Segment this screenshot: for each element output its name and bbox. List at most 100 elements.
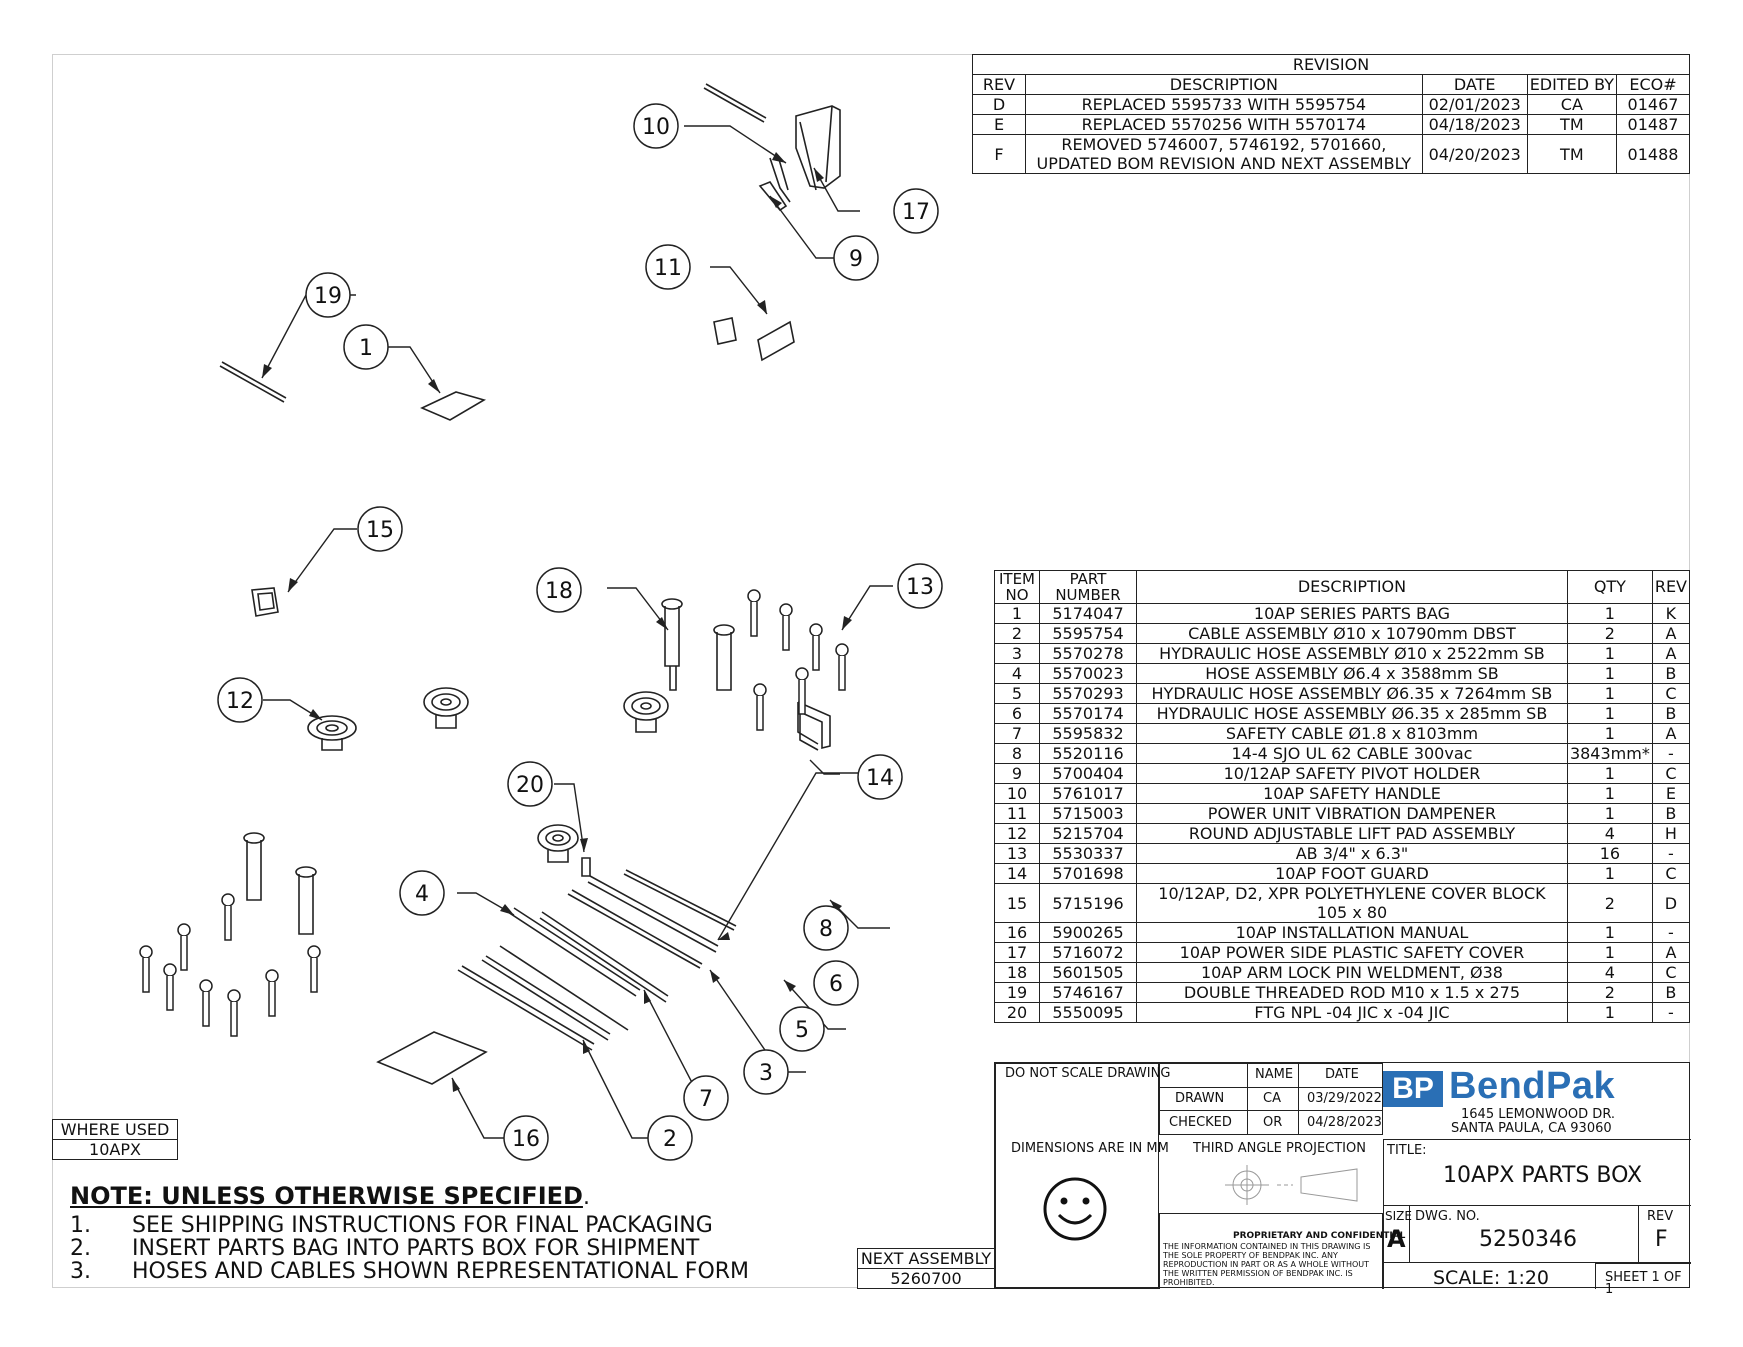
bom-qty: 1 — [1566, 703, 1653, 724]
part-number-header-line1: PART — [1069, 570, 1107, 588]
bom-description-line: HYDRAULIC HOSE ASSEMBLY Ø6.35 x 7264mm S… — [1151, 684, 1553, 703]
revision-letter: F — [972, 134, 1026, 174]
bom-part-number: 5601505 — [1039, 962, 1137, 983]
item-balloon: 5 — [779, 1006, 825, 1052]
proprietary-text: THE INFORMATION CONTAINED IN THIS DRAWIN… — [1163, 1242, 1370, 1287]
balloon-circle — [503, 1115, 549, 1161]
do-not-scale-note: DO NOT SCALE DRAWING — [1005, 1066, 1171, 1081]
proprietary-box — [1159, 1213, 1383, 1289]
bom-item-no: 17 — [994, 942, 1040, 963]
bom-header-row: ITEM NO PART NUMBER DESCRIPTION QTY REV — [994, 570, 1691, 604]
bom-item-no: 4 — [994, 663, 1040, 684]
bom-part-number: 5716072 — [1039, 942, 1137, 963]
bom-description: 10AP POWER SIDE PLASTIC SAFETY COVER — [1136, 942, 1568, 963]
description-col-header: DESCRIPTION — [1025, 74, 1423, 95]
bom-part-number: 5900265 — [1039, 922, 1137, 943]
bom-part-number: 5215704 — [1039, 823, 1137, 844]
balloon-number: 13 — [906, 575, 934, 600]
address-line2: SANTA PAULA, CA 93060 — [1451, 1121, 1612, 1136]
bom-part-number: 5550095 — [1039, 1002, 1137, 1023]
title-block: DO NOT SCALE DRAWING DIMENSIONS ARE IN M… — [994, 1062, 1691, 1296]
where-used-value: 10APX — [52, 1139, 178, 1160]
bom-description: POWER UNIT VIBRATION DAMPENER — [1136, 803, 1568, 824]
item-balloon: 17 — [893, 188, 939, 234]
bom-description: HOSE ASSEMBLY Ø6.4 x 3588mm SB — [1136, 663, 1568, 684]
balloon-circle — [813, 960, 859, 1006]
bom-description: HYDRAULIC HOSE ASSEMBLY Ø10 x 2522mm SB — [1136, 643, 1568, 664]
bom-rev: B — [1651, 803, 1691, 824]
bom-qty: 1 — [1566, 803, 1653, 824]
drawing-number: 5250346 — [1479, 1227, 1577, 1252]
checked-label: CHECKED — [1169, 1115, 1232, 1130]
revision-description-line: REPLACED 5595733 WITH 5595754 — [1081, 95, 1367, 114]
bom-rev: - — [1651, 743, 1691, 764]
balloon-number: 15 — [366, 518, 394, 543]
balloon-circle — [803, 905, 849, 951]
date-label: DATE — [1325, 1067, 1359, 1082]
balloon-number: 18 — [545, 579, 573, 604]
eco-col-header: ECO# — [1616, 74, 1690, 95]
bom-description: DOUBLE THREADED ROD M10 x 1.5 x 275 — [1136, 982, 1568, 1003]
balloon-number: 12 — [226, 689, 254, 714]
bom-rev: C — [1651, 863, 1691, 884]
bom-description-line: DOUBLE THREADED ROD M10 x 1.5 x 275 — [1183, 983, 1520, 1002]
note-item: 1.SEE SHIPPING INSTRUCTIONS FOR FINAL PA… — [70, 1214, 749, 1237]
dwg-no-label: DWG. NO. — [1415, 1209, 1480, 1224]
bom-part-number: 5700404 — [1039, 763, 1137, 784]
bom-rev: C — [1651, 763, 1691, 784]
bom-description-line: HYDRAULIC HOSE ASSEMBLY Ø10 x 2522mm SB — [1159, 644, 1545, 663]
bom-item-no: 5 — [994, 683, 1040, 704]
note-item: 3.HOSES AND CABLES SHOWN REPRESENTATIONA… — [70, 1260, 749, 1283]
balloon-number: 9 — [849, 247, 863, 272]
revision-date: 02/01/2023 — [1421, 94, 1528, 115]
where-used-label: WHERE USED — [52, 1119, 178, 1140]
bom-rev: A — [1651, 643, 1691, 664]
revision-title: REVISION — [972, 54, 1690, 75]
bom-part-number: 5595832 — [1039, 723, 1137, 744]
item-balloon: 14 — [857, 754, 903, 800]
revision-edited-by: TM — [1526, 134, 1618, 174]
bom-description-line: 10AP FOOT GUARD — [1275, 864, 1429, 883]
item-balloon: 9 — [833, 235, 879, 281]
bom-description-line: HOSE ASSEMBLY Ø6.4 x 3588mm SB — [1205, 664, 1499, 683]
revision-header-row: REV DESCRIPTION DATE EDITED BY ECO# — [972, 74, 1690, 95]
bom-description: 10AP FOOT GUARD — [1136, 863, 1568, 884]
drawing-title: 10APX PARTS BOX — [1443, 1163, 1643, 1188]
bom-description-line: CABLE ASSEMBLY Ø10 x 10790mm DBST — [1188, 624, 1516, 643]
balloon-circle — [507, 761, 553, 807]
proprietary-title: PROPRIETARY AND CONFIDENTIAL — [1233, 1231, 1406, 1241]
sheet-number: SHEET 1 OF 1 — [1605, 1270, 1682, 1297]
revision-description-line: UPDATED BOM REVISION AND NEXT ASSEMBLY — [1036, 154, 1412, 173]
balloon-number: 14 — [866, 766, 894, 791]
bom-description: 10AP SAFETY HANDLE — [1136, 783, 1568, 804]
bom-item-no: 9 — [994, 763, 1040, 784]
bom-qty: 1 — [1566, 603, 1653, 624]
bom-part-number: 5570293 — [1039, 683, 1137, 704]
name-label: NAME — [1255, 1067, 1294, 1082]
bom-part-number: 5746167 — [1039, 982, 1137, 1003]
bom-part-number: 5715003 — [1039, 803, 1137, 824]
bom-description-line: ROUND ADJUSTABLE LIFT PAD ASSEMBLY — [1188, 824, 1516, 843]
bom-item-no: 19 — [994, 982, 1040, 1003]
balloon-circle — [897, 563, 943, 609]
tb-rev-label: REV — [1647, 1209, 1674, 1224]
proprietary-line: THE INFORMATION CONTAINED IN THIS DRAWIN… — [1163, 1242, 1371, 1251]
notes-heading-period: . — [582, 1185, 590, 1210]
drawn-label: DRAWN — [1175, 1091, 1225, 1106]
balloon-circle — [357, 506, 403, 552]
bom-qty: 1 — [1566, 1002, 1653, 1023]
item-balloon: 11 — [645, 244, 691, 290]
balloon-circle — [779, 1006, 825, 1052]
balloon-number: 7 — [699, 1087, 713, 1112]
balloon-number: 19 — [314, 284, 342, 309]
item-no-header-line1: ITEM — [998, 570, 1035, 588]
